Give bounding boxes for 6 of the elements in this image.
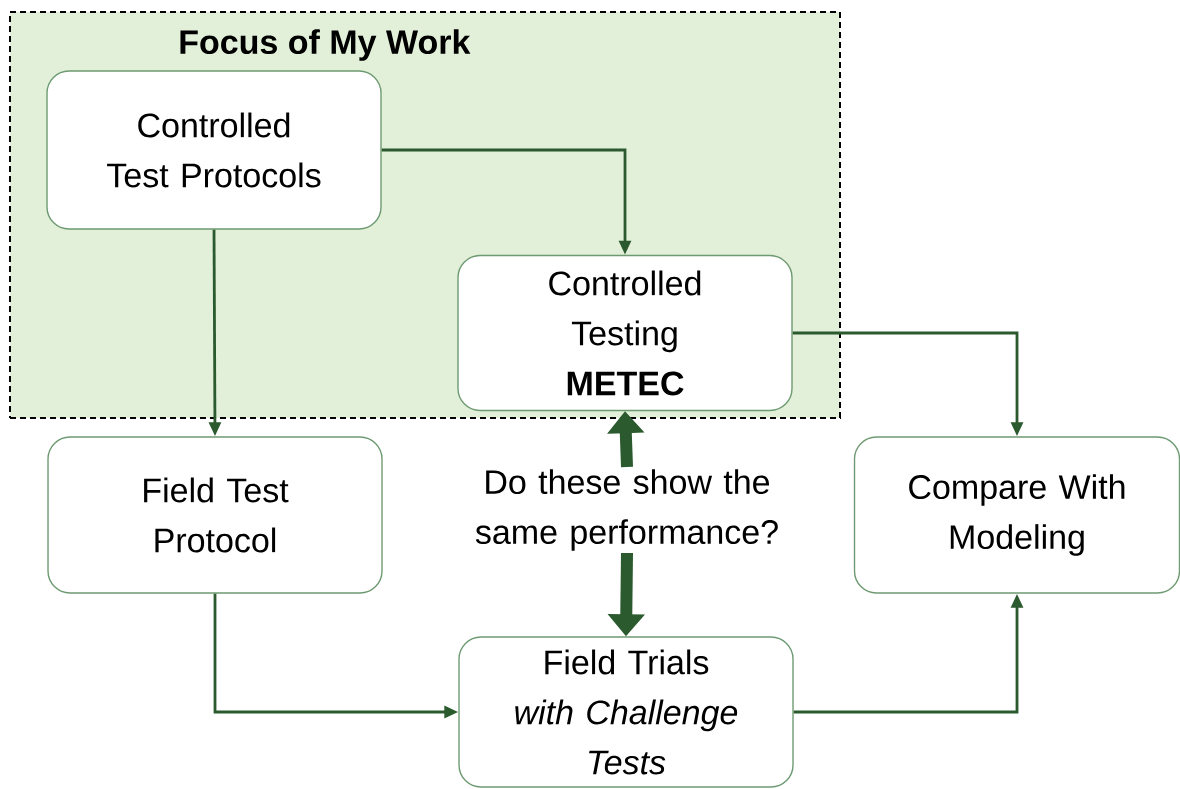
process-box: Controlled Test Protocols [46,70,382,230]
process-box: Compare With Modeling [853,436,1180,594]
process-box: Controlled Testing METEC [457,254,793,412]
process-box: Field Test Protocol [47,436,383,594]
question-text: Do these show the same performance? [475,469,778,551]
process-box: Field Trials with Challenge Tests [458,636,794,788]
